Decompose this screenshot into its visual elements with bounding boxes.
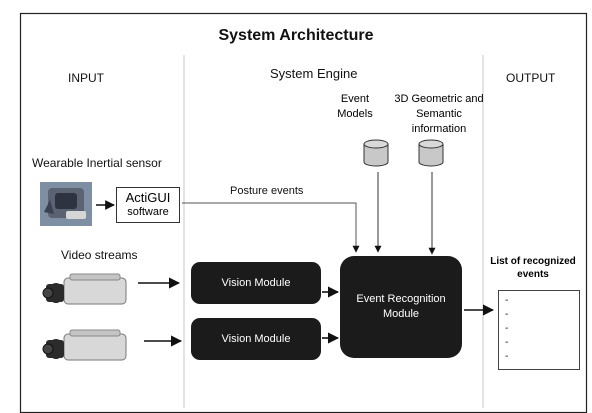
output-list-title-line: List of recognized [490, 256, 576, 267]
event-models-line: Models [337, 108, 373, 120]
video-streams-label: Video streams [61, 248, 138, 262]
list-item: - [505, 323, 509, 334]
list-item: - [505, 309, 509, 320]
inertial-sensor-icon [40, 182, 92, 226]
software-label: software [127, 206, 169, 218]
page-title: System Architecture [218, 27, 374, 44]
event-recognition-line: Module [382, 308, 420, 320]
output-column-header: OUTPUT [506, 71, 556, 85]
vision-module-label: Vision Module [221, 333, 291, 345]
geometric-line: 3D Geometric and [394, 93, 484, 105]
camera-icon [42, 329, 127, 361]
vision-module-2: Vision Module [191, 318, 321, 360]
list-item: - [505, 337, 509, 348]
geometric-semantic-label: 3D Geometric and Semantic information [386, 92, 492, 137]
input-column-header: INPUT [68, 71, 104, 85]
geometric-semantic-database-icon [418, 139, 444, 167]
list-item: - [505, 351, 509, 362]
event-recognition-module: Event Recognition Module [340, 256, 462, 358]
list-item: - [505, 295, 509, 306]
event-models-database-icon [363, 139, 389, 167]
output-list-title: List of recognized events [484, 255, 582, 281]
posture-events-label: Posture events [230, 185, 304, 197]
information-line: information [411, 123, 467, 135]
output-list-title-line: events [517, 269, 549, 280]
actigui-label: ActiGUI [125, 190, 171, 205]
vision-module-1: Vision Module [191, 262, 321, 304]
camera-icon [42, 273, 127, 305]
recognized-events-list: - - - - - [498, 290, 580, 370]
sensor-label: Wearable Inertial sensor [32, 156, 162, 170]
engine-column-header: System Engine [270, 66, 358, 81]
actigui-software-box: ActiGUI software [116, 187, 180, 223]
semantic-line: Semantic [416, 108, 462, 120]
event-models-line: Event [340, 93, 370, 105]
vision-module-label: Vision Module [221, 277, 291, 289]
posture-events-arrow [182, 202, 360, 253]
event-recognition-line: Event Recognition [356, 293, 446, 305]
event-models-label: Event Models [330, 92, 380, 122]
